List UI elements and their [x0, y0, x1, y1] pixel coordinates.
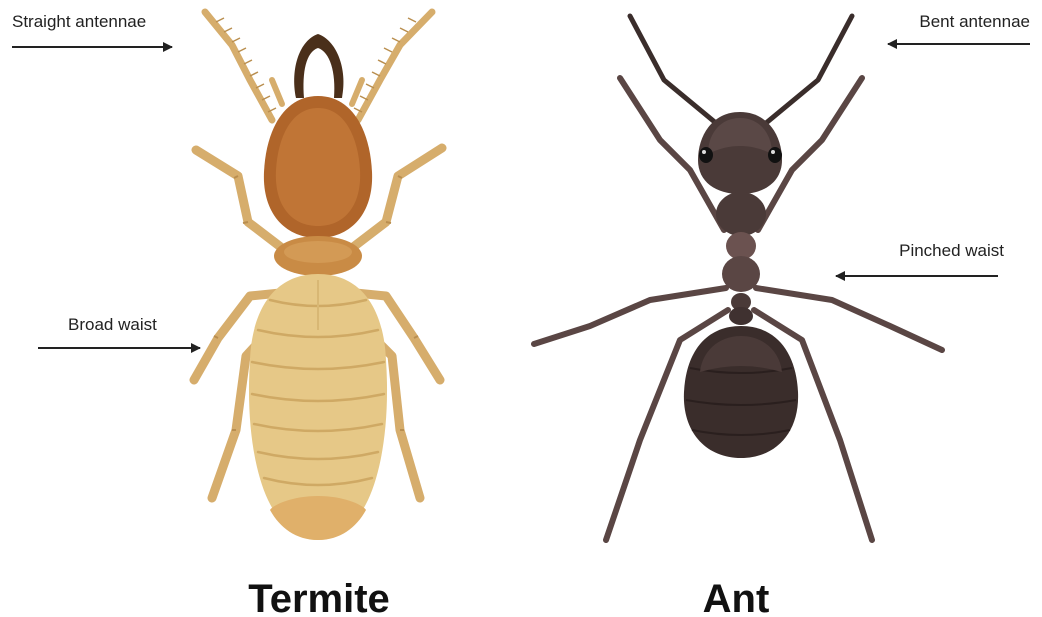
title-ant: Ant	[703, 577, 770, 617]
ant-eye-left	[699, 147, 713, 163]
ant-illustration	[534, 16, 942, 540]
label-straight-antennae: Straight antennae	[12, 12, 146, 31]
callout-broad-waist: Broad waist	[38, 315, 200, 348]
termite-mandibles	[294, 34, 343, 98]
termite-illustration	[194, 12, 442, 540]
title-termite: Termite	[248, 577, 390, 617]
label-bent-antennae: Bent antennae	[919, 12, 1030, 31]
label-broad-waist: Broad waist	[68, 315, 157, 334]
callout-pinched-waist: Pinched waist	[836, 241, 1004, 276]
ant-antennae	[630, 16, 852, 128]
ant-eye-right	[768, 147, 782, 163]
label-pinched-waist: Pinched waist	[899, 241, 1004, 260]
callout-bent-antennae: Bent antennae	[888, 12, 1030, 44]
ant-thorax	[716, 192, 766, 236]
callout-straight-antennae: Straight antennae	[12, 12, 172, 47]
